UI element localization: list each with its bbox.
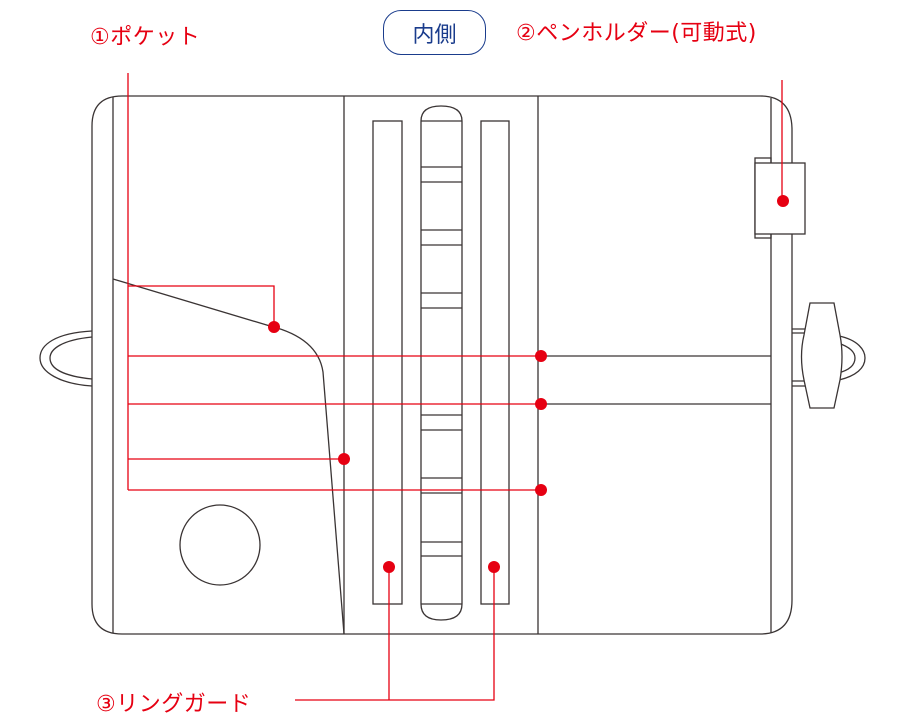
- ring-guard-leader: [295, 567, 495, 701]
- pocket-marker: [268, 321, 280, 333]
- inside-view-badge: 内側: [383, 10, 486, 55]
- pen-holder-marker: [777, 195, 789, 207]
- pen-holder-label: ②ペンホルダー(可動式): [516, 21, 757, 46]
- pocket-leader: [128, 285, 275, 327]
- ring-guard-marker: [383, 561, 395, 573]
- pocket-edge: [112, 278, 345, 635]
- pocket-label: ①ポケット: [90, 25, 201, 50]
- pocket-marker: [535, 350, 547, 362]
- clasp-knob: [800, 302, 843, 409]
- ring-guard-right: [480, 120, 510, 605]
- snap-button: [179, 504, 261, 586]
- clasp-strap: [792, 328, 806, 387]
- ring-guard-left: [372, 120, 403, 605]
- pocket-marker: [338, 453, 350, 465]
- ring-guard-marker: [488, 561, 500, 573]
- pocket-marker: [535, 484, 547, 496]
- pocket-marker: [535, 398, 547, 410]
- ring-guard-label: ③リングガード: [96, 692, 252, 717]
- rings: [421, 166, 462, 557]
- ring-binder: [420, 105, 463, 621]
- clasp-loop: [837, 335, 866, 381]
- left-strap-loop: [39, 330, 93, 387]
- cover-outline: [91, 95, 793, 635]
